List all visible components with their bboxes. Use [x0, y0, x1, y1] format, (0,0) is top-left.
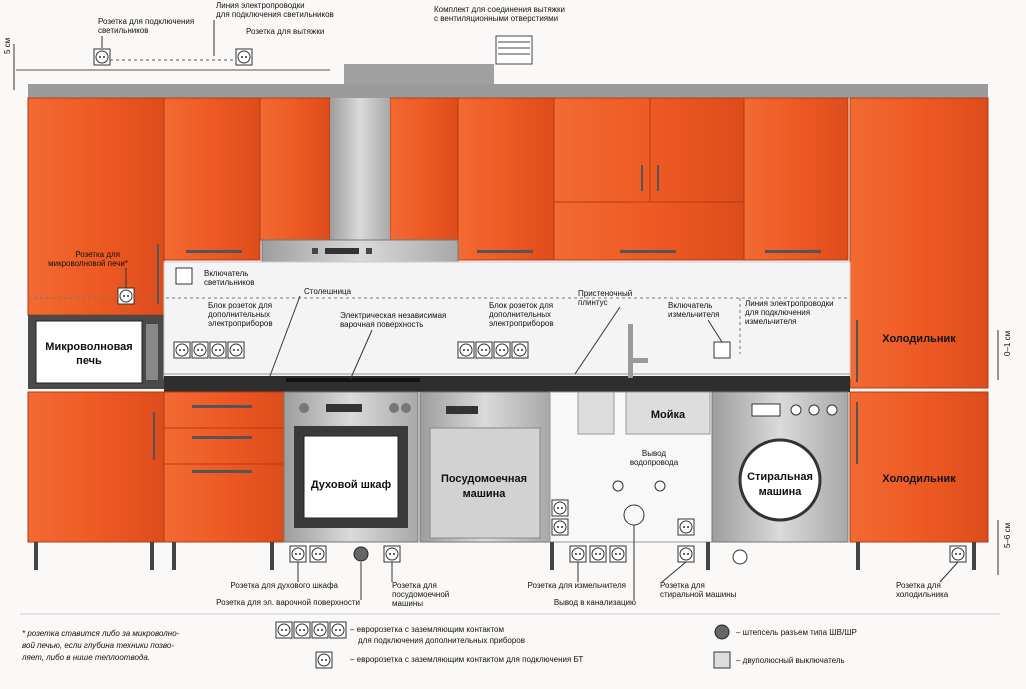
microwave: Микроволновая печь — [28, 315, 164, 389]
dim-top: 5 см — [3, 38, 12, 54]
fridge-upper-door — [849, 97, 989, 389]
hood-kit-label-2: с вентиляционными отверстиями — [434, 14, 558, 23]
socket-fridge-label-1: Розетка для — [896, 581, 941, 590]
socket-washer-label-2: стиральной машины — [660, 590, 737, 599]
switch-lights-label-2: светильников — [204, 278, 255, 287]
block-mid-label-3: электроприборов — [489, 319, 554, 328]
countertop-label: Столешница — [304, 287, 352, 296]
backsplash — [163, 261, 851, 379]
washer-label-2: машина — [759, 486, 803, 498]
socket-dishwasher-label-3: машины — [392, 599, 423, 608]
bottom-annotations: Розетка для духового шкафа Розетка для э… — [216, 525, 959, 608]
legend: * розетка ставится либо за микроволно- в… — [20, 613, 1000, 669]
range-hood — [261, 35, 533, 263]
legend-plug: – штепсель разъем типа ШВ/ШР — [736, 628, 857, 637]
plinth-label-1: Пристеночный — [578, 289, 632, 298]
dishwasher: Посудомоечная машина — [419, 391, 551, 543]
lower-cabinets — [27, 391, 285, 543]
legend-euro-2: для подключения дополнительных приборов — [358, 636, 525, 645]
upper-cabinets — [27, 97, 849, 316]
dim-bottom: 5–6 см — [1003, 523, 1012, 548]
hob-label-2: варочная поверхность — [340, 320, 423, 329]
dishwasher-label-2: машина — [463, 488, 507, 500]
oven-label: Духовой шкаф — [311, 479, 392, 491]
block-left-label-2: дополнительных — [208, 310, 270, 319]
fridge-lower-door — [849, 391, 989, 543]
mid-annotations: Розетка для микроволновой печи* Включате… — [48, 250, 834, 381]
microwave-label-1: Микроволновая — [45, 341, 132, 353]
socket-microwave-label-2: микроволновой печи* — [48, 259, 128, 268]
socket-hood-label: Розетка для вытяжки — [246, 27, 324, 36]
microwave-label-2: печь — [76, 355, 102, 367]
oven: Духовой шкаф — [283, 391, 419, 543]
water-outlet-label-1: Вывод — [642, 449, 667, 458]
legend-euro-1: – евророзетка с заземляющим контактом — [350, 625, 504, 634]
socket-dishwasher-label-1: Розетка для — [392, 581, 437, 590]
socket-microwave-label-1: Розетка для — [75, 250, 120, 259]
hob-surface — [286, 378, 420, 382]
dimensions: 5 см 0–1 см 5–6 см — [3, 38, 1012, 575]
block-mid-label-2: дополнительных — [489, 310, 551, 319]
socket-dishwasher-label-2: посудомоечной — [392, 590, 449, 599]
washer-label-1: Стиральная — [747, 471, 813, 483]
washing-machine: Стиральная машина — [711, 391, 849, 565]
line-lights-label-1: Линия электропроводки — [216, 1, 305, 10]
block-mid-label-1: Блок розеток для — [489, 301, 553, 310]
water-outlet-label-2: водопровода — [630, 458, 679, 467]
sewer-label: Вывод в канализацию — [554, 598, 636, 607]
legend-euro-bt: – евророзетка с заземляющим контактом дл… — [350, 655, 583, 664]
dim-right: 0–1 см — [1003, 331, 1012, 356]
plinth-label-2: плинтус — [578, 298, 608, 307]
footnote-3: ляет, либо в нише теплоотвода. — [21, 653, 150, 662]
line-grinder-label-1: Линия электропроводки — [745, 299, 834, 308]
fridge-top-label: Холодильник — [882, 333, 956, 345]
socket-washer-label-1: Розетка для — [660, 581, 705, 590]
switch-grinder-label-1: Включатель — [668, 301, 712, 310]
legend-switch: – двуполюсный выключатель — [736, 656, 845, 665]
dishwasher-label-1: Посудомоечная — [441, 473, 527, 485]
sink-label: Мойка — [651, 409, 686, 421]
footnote-2: вой печью, если глубина техники позво- — [22, 641, 174, 650]
faucet — [628, 324, 648, 378]
line-grinder-label-2: для подключения — [745, 308, 810, 317]
block-left-label-1: Блок розеток для — [208, 301, 272, 310]
footnote-1: * розетка ставится либо за микроволно- — [22, 629, 180, 638]
sink-cabinet: Мойка Вывод водопровода — [549, 391, 713, 543]
socket-hob-label: Розетка для эл. варочной поверхности — [216, 598, 360, 607]
socket-oven-label: Розетка для духового шкафа — [230, 581, 338, 590]
switch-lights-label-1: Включатель — [204, 269, 248, 278]
line-lights-label-2: для подключения светильников — [216, 10, 334, 19]
sockets — [93, 48, 967, 563]
socket-lights-label-1: Розетка для подключения — [98, 17, 194, 26]
fridge-bottom-label: Холодильник — [882, 473, 956, 485]
hood-kit-label-1: Комплект для соединения вытяжки — [434, 5, 565, 14]
switch-grinder-label-2: измельчителя — [668, 310, 720, 319]
socket-fridge-label-2: холодильника — [896, 590, 949, 599]
line-grinder-label-3: измельчителя — [745, 317, 797, 326]
socket-grinder-label: Розетка для измельчителя — [527, 581, 626, 590]
top-annotations: Розетка для подключения светильников Лин… — [16, 1, 565, 71]
upper-cabinet-top — [28, 84, 988, 98]
block-left-label-3: электроприборов — [208, 319, 273, 328]
hob-label-1: Электрическая независимая — [340, 311, 446, 320]
cabinet-legs — [34, 542, 976, 570]
socket-lights-label-2: светильников — [98, 26, 149, 35]
countertop — [164, 376, 850, 392]
